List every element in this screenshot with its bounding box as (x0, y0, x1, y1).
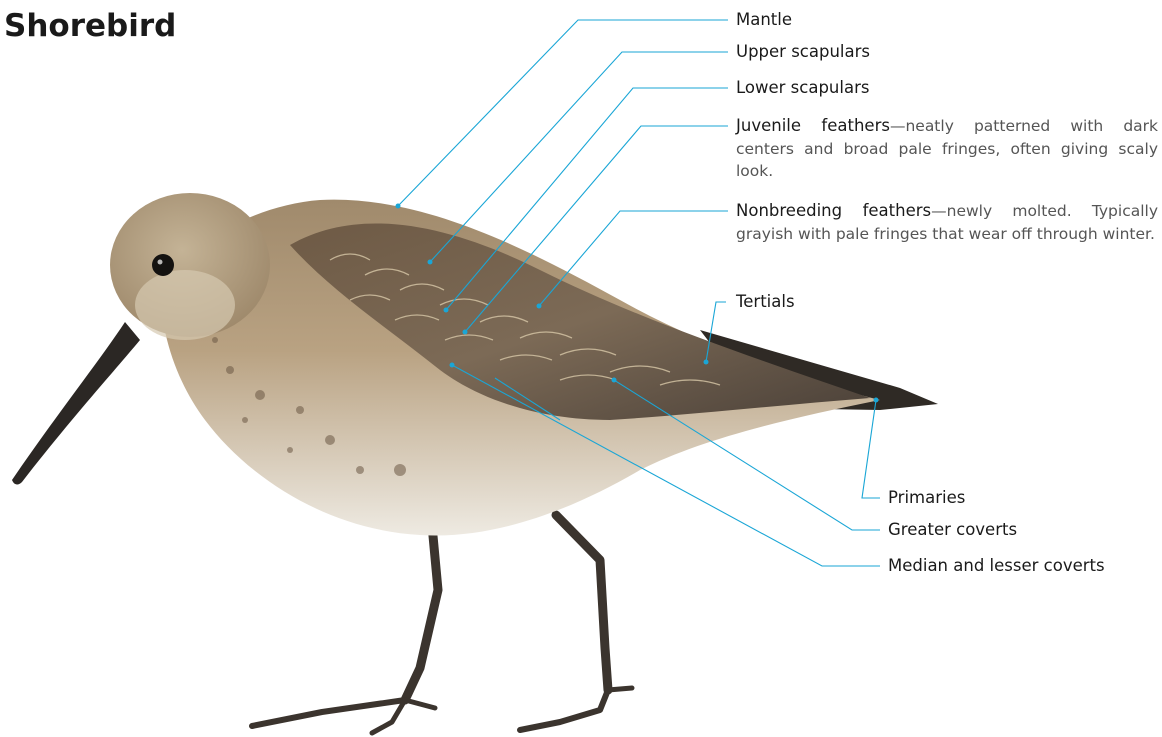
label-juvenile-feathers: Juvenile feathers—neatly patterned with … (736, 115, 1158, 183)
juvenile-term: Juvenile feathers (736, 116, 890, 135)
label-primaries: Primaries (888, 487, 965, 509)
label-greater-coverts: Greater coverts (888, 519, 1017, 541)
label-lower-scapulars: Lower scapulars (736, 77, 869, 99)
label-upper-scapulars: Upper scapulars (736, 41, 870, 63)
label-mantle: Mantle (736, 9, 792, 31)
legs (252, 515, 632, 733)
label-tertials: Tertials (736, 291, 795, 313)
nonbreeding-term: Nonbreeding feathers (736, 201, 931, 220)
label-median-lesser-coverts: Median and lesser coverts (888, 555, 1105, 577)
label-nonbreeding-feathers: Nonbreeding feathers—newly molted. Typic… (736, 200, 1158, 245)
